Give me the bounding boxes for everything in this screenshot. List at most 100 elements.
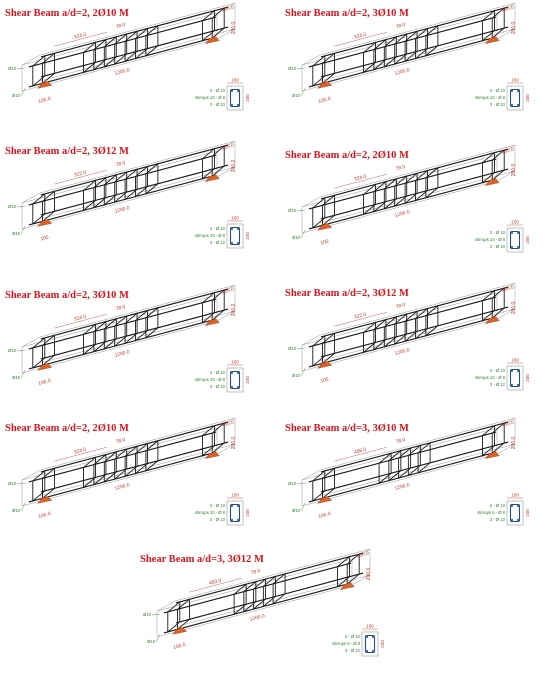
section-stirrup	[509, 503, 521, 523]
stirrup	[201, 291, 215, 324]
section-bar	[237, 104, 239, 106]
bar-label-bottom: Ø10	[292, 508, 301, 513]
longitudinal-bar	[308, 296, 497, 348]
stirrup	[114, 315, 128, 348]
stirrup	[336, 555, 350, 588]
beam-drawing: 483.078.01200.0100.0150.0200.0Ø10Ø101502…	[143, 548, 385, 657]
stirrup	[135, 165, 148, 198]
leader-line	[300, 229, 306, 239]
concrete-edge	[301, 154, 498, 208]
panel-title: Shear Beam a/d=2, 3Ø12 M	[285, 288, 409, 299]
section-top-bars-label: 2 - Ø 10	[490, 88, 506, 93]
concrete-edge	[174, 574, 371, 628]
support-right	[204, 451, 220, 459]
dimension-mid-label: 78.0	[395, 22, 406, 30]
section-bottom-bars-label: 3 - Ø 12	[345, 648, 361, 653]
stirrup	[124, 312, 138, 345]
stirrup	[145, 306, 159, 339]
stirrup	[407, 444, 421, 477]
section-stirrup	[229, 503, 241, 523]
bar-label-bottom: Ø10	[12, 231, 21, 236]
dimension-height-label: 200.0	[511, 302, 517, 315]
leader-line	[300, 367, 306, 377]
concrete-edge	[21, 469, 41, 481]
concrete-edge	[301, 38, 498, 92]
stirrup	[124, 445, 138, 478]
section-width-label: 150	[231, 360, 239, 365]
leader-line	[296, 209, 306, 212]
concrete-edge	[39, 284, 236, 338]
concrete-edge	[496, 170, 516, 182]
dimension-width-label: 150.0	[356, 550, 370, 559]
stirrup	[312, 469, 326, 502]
section-stirrups-label: stirrups 10 - Ø 8	[195, 377, 226, 382]
bar-label-bottom: Ø10	[12, 93, 21, 98]
concrete-edge	[21, 320, 218, 374]
beam-drawing: 322.078.01200.0100150.0200.0Ø10Ø10150200…	[8, 140, 250, 249]
dimension-line	[189, 577, 242, 593]
dimension-support-label: 100.0	[318, 96, 332, 105]
dimension-line	[334, 173, 387, 189]
bar-label-top: Ø10	[8, 481, 17, 486]
dimension-width-label: 150.0	[221, 286, 235, 295]
support-left	[37, 81, 53, 89]
section-stirrups-label: stirrups 6 - Ø 8	[477, 510, 505, 515]
stirrup	[417, 441, 431, 474]
stirrup	[373, 318, 387, 351]
dimension-support-label: 100.0	[38, 378, 52, 387]
dimension-mid-label: 78.0	[395, 437, 406, 445]
leader-line	[296, 67, 306, 70]
concrete-edge	[156, 600, 176, 612]
bar-label-bottom: Ø10	[292, 235, 301, 240]
stirrup	[83, 41, 96, 74]
section-bar	[517, 232, 519, 234]
section-top-bars-label: 2 - Ø 10	[490, 503, 506, 508]
dimension-width-label: 150.0	[501, 4, 515, 13]
stirrup	[394, 33, 408, 66]
dimension-left-label: 324.0	[73, 32, 87, 41]
beam-drawing: 324.078.01200.0100150.0200.0Ø10Ø10150200…	[288, 144, 530, 253]
concrete-edge	[301, 318, 498, 372]
section-bar	[231, 386, 233, 388]
section-height-label: 200	[245, 376, 250, 384]
stirrup	[363, 321, 376, 354]
longitudinal-bar	[308, 16, 497, 68]
stirrup	[103, 317, 117, 350]
concrete-edge	[216, 443, 236, 455]
bar-label-top: Ø10	[288, 481, 297, 486]
stirrup	[491, 287, 505, 320]
leader-line	[16, 205, 26, 208]
stirrups	[32, 7, 225, 87]
longitudinal-bar	[40, 421, 229, 473]
concrete-edge	[496, 308, 516, 320]
stirrup	[404, 30, 418, 63]
section-bar	[237, 386, 239, 388]
beam-drawing: 324.078.01200.0100.0150.0200.0Ø10Ø101502…	[8, 2, 250, 111]
dimension-length-label: 1200.0	[394, 209, 411, 219]
section-width-label: 150	[511, 78, 519, 83]
bar-label-bottom: Ø10	[12, 508, 21, 513]
longitudinal-bars	[308, 286, 509, 368]
dimension-support-label: 100.0	[38, 96, 52, 105]
section-stirrup	[509, 88, 521, 108]
dimension-line	[334, 311, 387, 327]
longitudinal-bars	[28, 144, 229, 226]
stirrup	[93, 176, 107, 209]
dimension-height-label: 200.0	[366, 568, 372, 581]
stirrup	[415, 169, 428, 202]
longitudinal-bar	[40, 164, 229, 216]
section-bar	[511, 505, 513, 507]
section-bar	[237, 519, 239, 521]
stirrup	[32, 336, 46, 369]
section-bar	[237, 242, 239, 244]
concrete-edge	[21, 427, 218, 481]
stirrup	[114, 448, 128, 481]
stirrup	[243, 580, 257, 613]
dimension-length-label: 1200.0	[394, 67, 411, 77]
stirrup	[42, 334, 55, 367]
stirrup	[491, 422, 505, 455]
